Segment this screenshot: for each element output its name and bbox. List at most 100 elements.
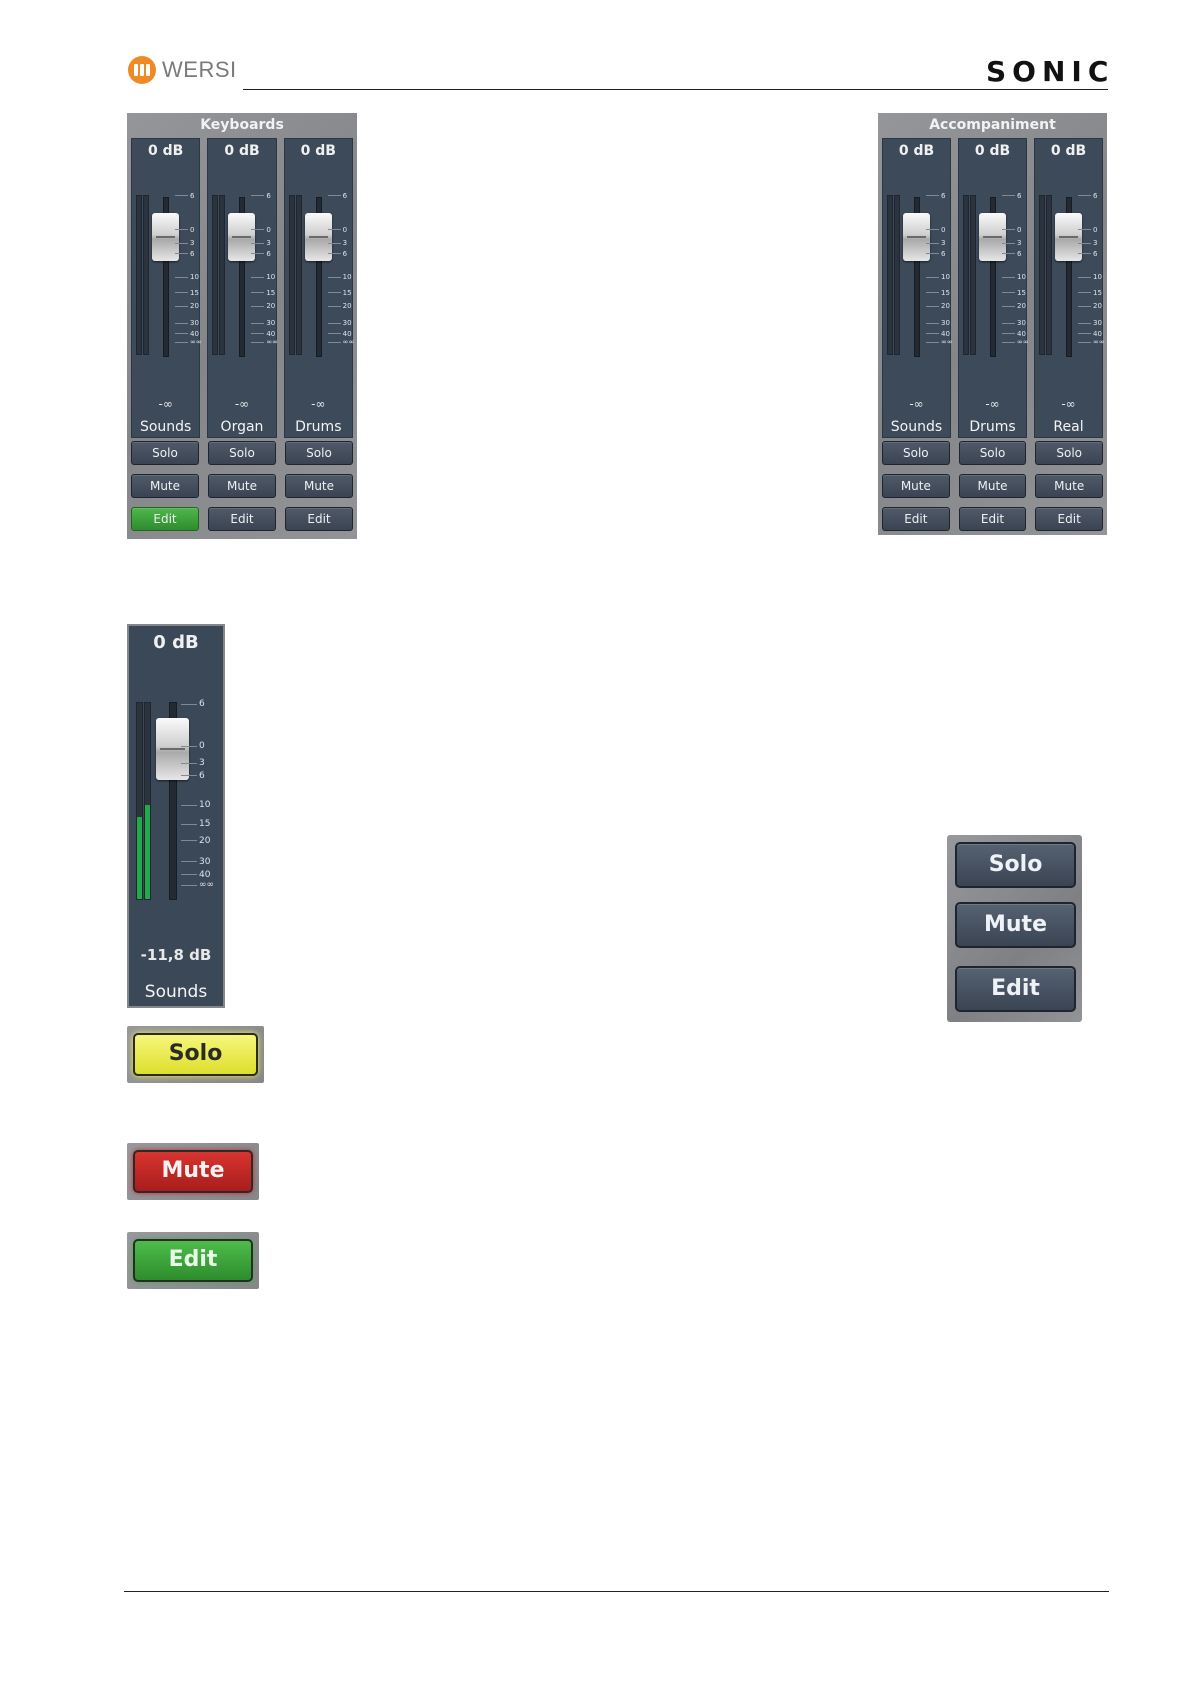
scale-tick-line: [175, 341, 188, 343]
scale-tick-label: 15: [190, 288, 199, 297]
level-readout: -∞: [234, 397, 250, 411]
scale-tick-line: [251, 292, 265, 294]
scale-tick-label: 30: [941, 319, 950, 328]
solo-active-example: Solo: [127, 1026, 264, 1083]
mute-button-real[interactable]: Mute: [1035, 474, 1104, 498]
mute-button-organ[interactable]: Mute: [208, 474, 276, 498]
solo-button-drums[interactable]: Solo: [285, 441, 353, 465]
scale-tick: 6: [251, 250, 271, 258]
scale-tick-label: 6: [199, 770, 205, 781]
fader-handle[interactable]: [156, 718, 189, 780]
scale-tick-label: 40: [342, 329, 352, 338]
edit-button-sounds[interactable]: Edit: [882, 507, 950, 531]
scale-tick: 6: [175, 192, 194, 200]
scale-tick-label: 20: [266, 302, 276, 311]
volume-readout: 0 dB: [224, 143, 260, 159]
scale-tick-label: 30: [266, 319, 276, 328]
level-meter-left: [136, 702, 143, 900]
scale-tick-line: [175, 292, 188, 294]
fader-handle[interactable]: [152, 213, 179, 261]
scale-tick-line: [251, 253, 265, 255]
scale-tick: 6: [251, 191, 271, 200]
scale-tick-line: [251, 195, 265, 197]
scale-tick: 10: [926, 273, 950, 281]
scale-tick-label: 6: [199, 699, 205, 710]
mute-button-active[interactable]: Mute: [133, 1150, 253, 1193]
scale-tick-label: 3: [199, 758, 205, 769]
level-readout: -∞: [909, 397, 924, 411]
scale-tick-line: [1002, 341, 1015, 343]
scale-tick-line: [926, 292, 939, 294]
scale-tick-label: 40: [1093, 329, 1102, 338]
fader-handle[interactable]: [903, 213, 930, 261]
scale-tick-line: [1078, 276, 1091, 278]
scale-tick-label: 0: [941, 225, 946, 234]
scale-tick-line: [926, 322, 939, 324]
scale-tick-line: [926, 305, 939, 307]
scale-tick-line: [327, 229, 341, 231]
mute-button-drums[interactable]: Mute: [958, 474, 1027, 498]
scale-tick-label: 20: [199, 835, 211, 846]
scale-tick-line: [1078, 229, 1091, 231]
level-meter-right: [143, 195, 149, 355]
level-readout: -∞: [158, 397, 173, 411]
solo-button-organ[interactable]: Solo: [208, 441, 276, 465]
edit-button-sounds[interactable]: Edit: [131, 507, 199, 531]
fader-handle[interactable]: [304, 213, 332, 261]
fader-track: [990, 197, 996, 357]
scale-tick-line: [181, 775, 197, 777]
level-readout: -∞: [985, 397, 1000, 411]
solo-button[interactable]: Solo: [955, 842, 1076, 888]
edit-button-drums[interactable]: Edit: [285, 507, 353, 531]
fader-handle[interactable]: [979, 213, 1006, 261]
scale-tick: 3: [327, 239, 347, 247]
mute-button-sounds[interactable]: Mute: [131, 474, 199, 498]
scale-tick: 20: [327, 302, 352, 310]
solo-button-drums[interactable]: Solo: [958, 441, 1027, 465]
scale-tick: 20: [181, 836, 210, 846]
edit-button[interactable]: Edit: [955, 966, 1076, 1012]
solo-button-active[interactable]: Solo: [133, 1033, 258, 1076]
scale-tick: 3: [1078, 239, 1097, 247]
solo-button-real[interactable]: Solo: [1035, 441, 1104, 465]
scale-tick-label: 6: [266, 191, 271, 200]
scale-tick-line: [1078, 305, 1091, 307]
edit-button-real[interactable]: Edit: [1035, 507, 1104, 531]
edit-button-active[interactable]: Edit: [133, 1239, 253, 1282]
scale-tick: 15: [926, 289, 950, 297]
solo-button-sounds[interactable]: Solo: [882, 441, 950, 465]
scale-tick-label: ∞∞: [941, 338, 953, 346]
channel-name: Sounds: [144, 982, 208, 1002]
scale-tick-label: 10: [266, 273, 276, 282]
solo-button-sounds[interactable]: Solo: [131, 441, 199, 465]
fader-handle[interactable]: [228, 213, 256, 261]
scale-tick-label: 10: [1017, 273, 1026, 282]
scale-tick-label: 20: [1017, 302, 1026, 311]
product-logo: SONIC: [986, 55, 1114, 88]
scale-tick-line: [251, 305, 265, 307]
meter-level-right: [145, 804, 150, 899]
scale-tick-line: [1002, 305, 1015, 307]
channel-name: Drums: [295, 419, 342, 435]
mute-button-drums[interactable]: Mute: [285, 474, 353, 498]
scale-tick-label: 40: [266, 329, 276, 338]
mute-button[interactable]: Mute: [955, 902, 1076, 948]
scale-tick: 40: [181, 870, 210, 880]
scale-tick: 10: [1078, 273, 1102, 281]
footer-divider: [124, 1591, 1109, 1592]
scale-tick-line: [181, 884, 197, 886]
scale-tick-line: [1078, 253, 1091, 255]
scale-tick-line: [175, 229, 188, 231]
level-meter-left: [887, 195, 893, 355]
edit-button-organ[interactable]: Edit: [208, 507, 276, 531]
level-meter-right: [144, 702, 151, 900]
scale-tick: 40: [1078, 330, 1102, 338]
scale-tick-line: [175, 276, 188, 278]
fader-handle[interactable]: [1055, 213, 1082, 261]
mute-button-sounds[interactable]: Mute: [882, 474, 950, 498]
channel-name: Sounds: [890, 419, 943, 435]
scale-tick-label: 0: [342, 225, 348, 234]
scale-tick: 40: [175, 330, 199, 338]
scale-tick-line: [1078, 242, 1091, 244]
edit-button-drums[interactable]: Edit: [958, 507, 1027, 531]
